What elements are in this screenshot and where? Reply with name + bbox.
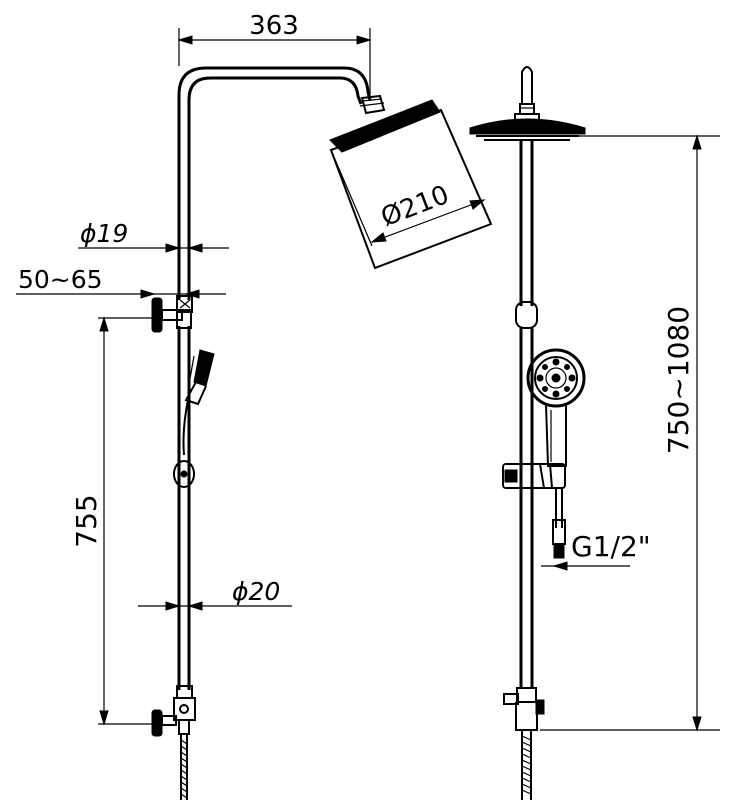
dimension-phi-20-label: ϕ20 [232,577,280,606]
dimension-50-65-label: 50~65 [18,265,103,294]
main-column-front [515,140,538,688]
dimension-755-label: 755 [70,494,103,547]
dimension-750-1080-label: 750~1080 [662,306,695,454]
hand-shower-side [182,349,215,456]
slider-knob-side [173,460,195,488]
lower-diverter-front [503,687,545,731]
dimension-diameter-210-label: Ø210 [377,180,453,233]
slider-holder-front [502,463,566,489]
lower-pipe [177,326,191,690]
overhead-shower-head [329,94,493,270]
dimension-363-label: 363 [249,11,299,41]
hose-side [180,734,188,800]
dimension-phi-19: ϕ19 [78,219,229,253]
upper-pipe [177,66,372,300]
upper-wall-bracket [151,295,193,333]
dimension-g12-label: G1/2" [571,530,651,563]
dimension-750-1080: 750~1080 [540,134,720,732]
dimension-phi-20: ϕ20 [138,577,292,611]
side-view: 363 Ø210 ϕ19 50~65 [16,11,493,800]
lower-diverter-side [151,685,196,737]
dimension-50-65: 50~65 [16,265,226,299]
front-view: G1/2" 750~1080 [469,66,720,800]
dimension-755: 755 [70,316,152,726]
dimension-phi-19-label: ϕ19 [80,219,128,248]
dimension-g12: G1/2" [541,530,651,571]
hose-bottom-front [521,730,532,800]
hose-front [552,488,566,559]
dimension-363: 363 [177,11,372,98]
top-arm-front [519,66,535,115]
hand-shower-front [526,348,586,467]
